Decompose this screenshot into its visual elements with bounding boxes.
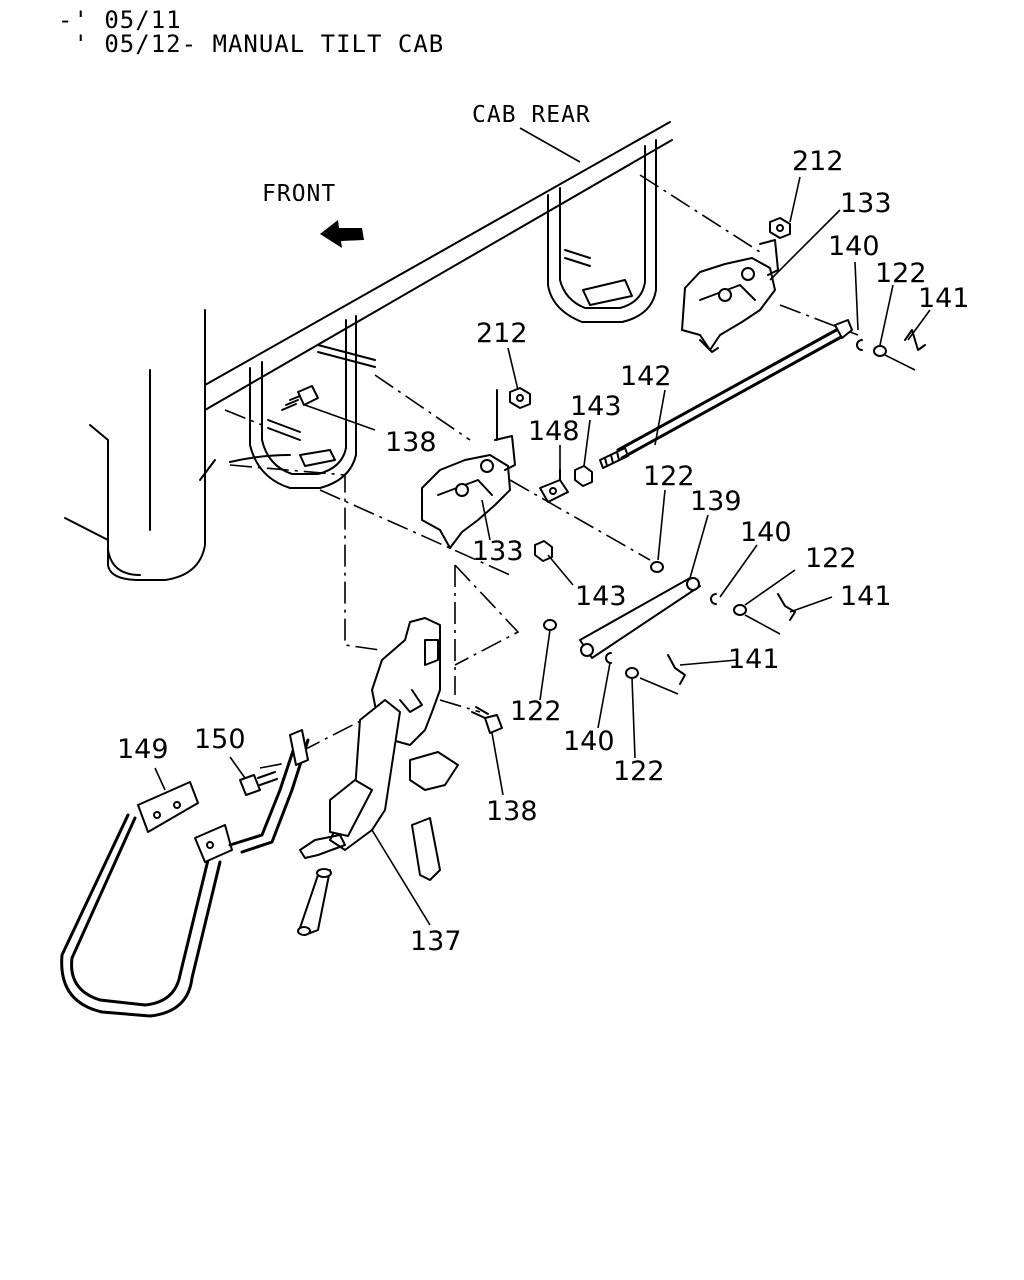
pin-141-a xyxy=(884,329,926,371)
front-caption: FRONT xyxy=(262,181,336,207)
callout-140-lower: 140 xyxy=(563,726,615,757)
leader-lines xyxy=(154,127,931,926)
callout-122-right: 122 xyxy=(805,543,857,574)
callout-122-middle: 122 xyxy=(643,461,695,492)
callout-122-bottom: 122 xyxy=(613,756,665,787)
front-cab-bracket xyxy=(249,315,376,489)
callout-141-lower: 141 xyxy=(728,644,780,675)
nut-212-lower xyxy=(509,387,531,409)
callout-133-upper: 133 xyxy=(840,188,892,219)
clip-140-b xyxy=(710,593,717,605)
callout-212-upper: 212 xyxy=(792,146,844,177)
bolt-138-upper xyxy=(281,385,319,411)
callout-212-lower: 212 xyxy=(476,318,528,349)
callout-122-left: 122 xyxy=(510,696,562,727)
front-arrow-icon xyxy=(320,220,364,248)
alignment-lines xyxy=(224,174,859,769)
cab-rear-caption: CAB REAR xyxy=(472,102,591,128)
callout-133-lower: 133 xyxy=(472,536,524,567)
nut-143-lower xyxy=(534,540,553,562)
callout-140-middle: 140 xyxy=(740,517,792,548)
nut-143-upper xyxy=(574,465,593,487)
washer-122-e xyxy=(625,667,639,679)
rear-cab-bracket xyxy=(547,139,657,323)
header-date-range: -' 05/11 xyxy=(58,6,182,34)
callout-140-upper: 140 xyxy=(828,231,880,262)
washer-122-d xyxy=(543,619,557,631)
washer-122-c xyxy=(733,604,747,616)
callout-142: 142 xyxy=(620,361,672,392)
cab-body xyxy=(64,121,673,581)
callout-138-upper: 138 xyxy=(385,427,437,458)
header-title: ' 05/12- MANUAL TILT CAB xyxy=(58,30,445,58)
callout-149: 149 xyxy=(117,734,169,765)
callout-141-upper: 141 xyxy=(918,283,970,314)
clip-140-c xyxy=(605,652,612,664)
callout-148: 148 xyxy=(528,416,580,447)
washer-122-b xyxy=(650,561,664,573)
washer-122-a xyxy=(873,345,887,357)
callout-137: 137 xyxy=(410,926,462,957)
nut-212-upper xyxy=(769,217,791,239)
pin-141-b xyxy=(744,593,796,635)
link-139 xyxy=(579,577,701,659)
callout-139: 139 xyxy=(690,486,742,517)
bolt-150 xyxy=(239,771,278,796)
callout-143-lower: 143 xyxy=(575,581,627,612)
rod-142 xyxy=(599,319,853,469)
bracket-148 xyxy=(539,469,569,503)
callout-141-right: 141 xyxy=(840,581,892,612)
lever-assembly-137 xyxy=(297,617,459,936)
lower-latch-133 xyxy=(421,389,516,549)
upper-latch-133 xyxy=(681,239,779,353)
callout-138-lower: 138 xyxy=(486,796,538,827)
bolt-138-lower xyxy=(471,706,503,734)
step-149 xyxy=(60,729,310,1018)
callout-150: 150 xyxy=(194,724,246,755)
clip-140-a xyxy=(856,339,863,351)
callout-143-upper: 143 xyxy=(570,391,622,422)
pin-141-c xyxy=(639,654,686,695)
callout-122-upper: 122 xyxy=(875,258,927,289)
